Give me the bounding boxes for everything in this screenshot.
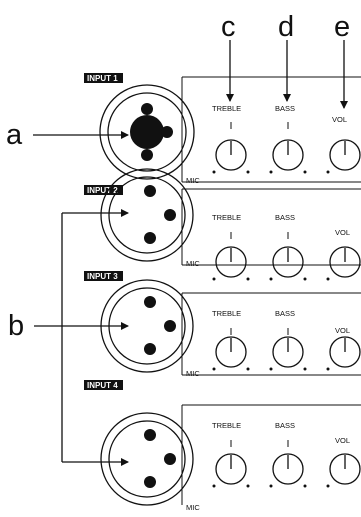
input-row-4: INPUT 4 MIC TREBLE BASS VOL bbox=[84, 380, 361, 512]
bass-knob[interactable] bbox=[269, 122, 307, 174]
vol-label: VOL bbox=[332, 115, 347, 124]
vol-knob[interactable] bbox=[326, 246, 361, 281]
input-tag: INPUT 4 bbox=[87, 381, 118, 390]
xlr-jack[interactable] bbox=[100, 412, 194, 506]
callout-d: d bbox=[278, 11, 294, 43]
xlr-jack[interactable] bbox=[100, 279, 194, 373]
treble-knob[interactable] bbox=[212, 122, 250, 174]
combo-jack[interactable] bbox=[99, 84, 195, 180]
callout-c: c bbox=[221, 11, 236, 43]
input-tag: INPUT 1 bbox=[87, 74, 118, 83]
bass-label: BASS bbox=[275, 309, 295, 318]
input-tag-bg bbox=[84, 380, 123, 390]
bass-label: BASS bbox=[275, 213, 295, 222]
vol-label: VOL bbox=[335, 228, 350, 237]
callout-b-bracket bbox=[34, 209, 129, 466]
input-tag: INPUT 2 bbox=[87, 186, 118, 195]
bass-label: BASS bbox=[275, 421, 295, 430]
treble-knob[interactable] bbox=[212, 440, 250, 488]
bass-label: BASS bbox=[275, 104, 295, 113]
vol-knob[interactable] bbox=[326, 336, 361, 371]
treble-knob[interactable] bbox=[212, 232, 250, 281]
treble-label: TREBLE bbox=[212, 213, 241, 222]
vol-label: VOL bbox=[335, 436, 350, 445]
treble-label: TREBLE bbox=[212, 309, 241, 318]
bass-knob[interactable] bbox=[269, 328, 307, 371]
input-tag-bg bbox=[84, 73, 123, 83]
treble-knob[interactable] bbox=[212, 328, 250, 371]
callout-a: a bbox=[6, 119, 23, 151]
treble-label: TREBLE bbox=[212, 104, 241, 113]
input-row-2: INPUT 2 MIC TREBLE BASS VOL bbox=[84, 168, 361, 281]
vol-knob[interactable] bbox=[326, 139, 361, 174]
input-tag-bg bbox=[84, 271, 123, 281]
callout-e: e bbox=[334, 11, 350, 43]
vol-label: VOL bbox=[335, 326, 350, 335]
mic-label: MIC bbox=[186, 369, 200, 378]
mic-label: MIC bbox=[186, 176, 200, 185]
input-row-3: INPUT 3 MIC TREBLE BASS VOL bbox=[84, 271, 361, 378]
input-tag: INPUT 3 bbox=[87, 272, 118, 281]
treble-label: TREBLE bbox=[212, 421, 241, 430]
callout-b: b bbox=[8, 310, 24, 342]
vol-knob[interactable] bbox=[326, 453, 361, 488]
bass-knob[interactable] bbox=[269, 440, 307, 488]
bass-knob[interactable] bbox=[269, 232, 307, 281]
input-row-1: INPUT 1 MIC TREBLE BASS VOL bbox=[84, 73, 361, 185]
input-tag-bg bbox=[84, 185, 123, 195]
mic-label: MIC bbox=[186, 259, 200, 268]
mic-label: MIC bbox=[186, 503, 200, 512]
xlr-jack[interactable] bbox=[100, 168, 194, 262]
